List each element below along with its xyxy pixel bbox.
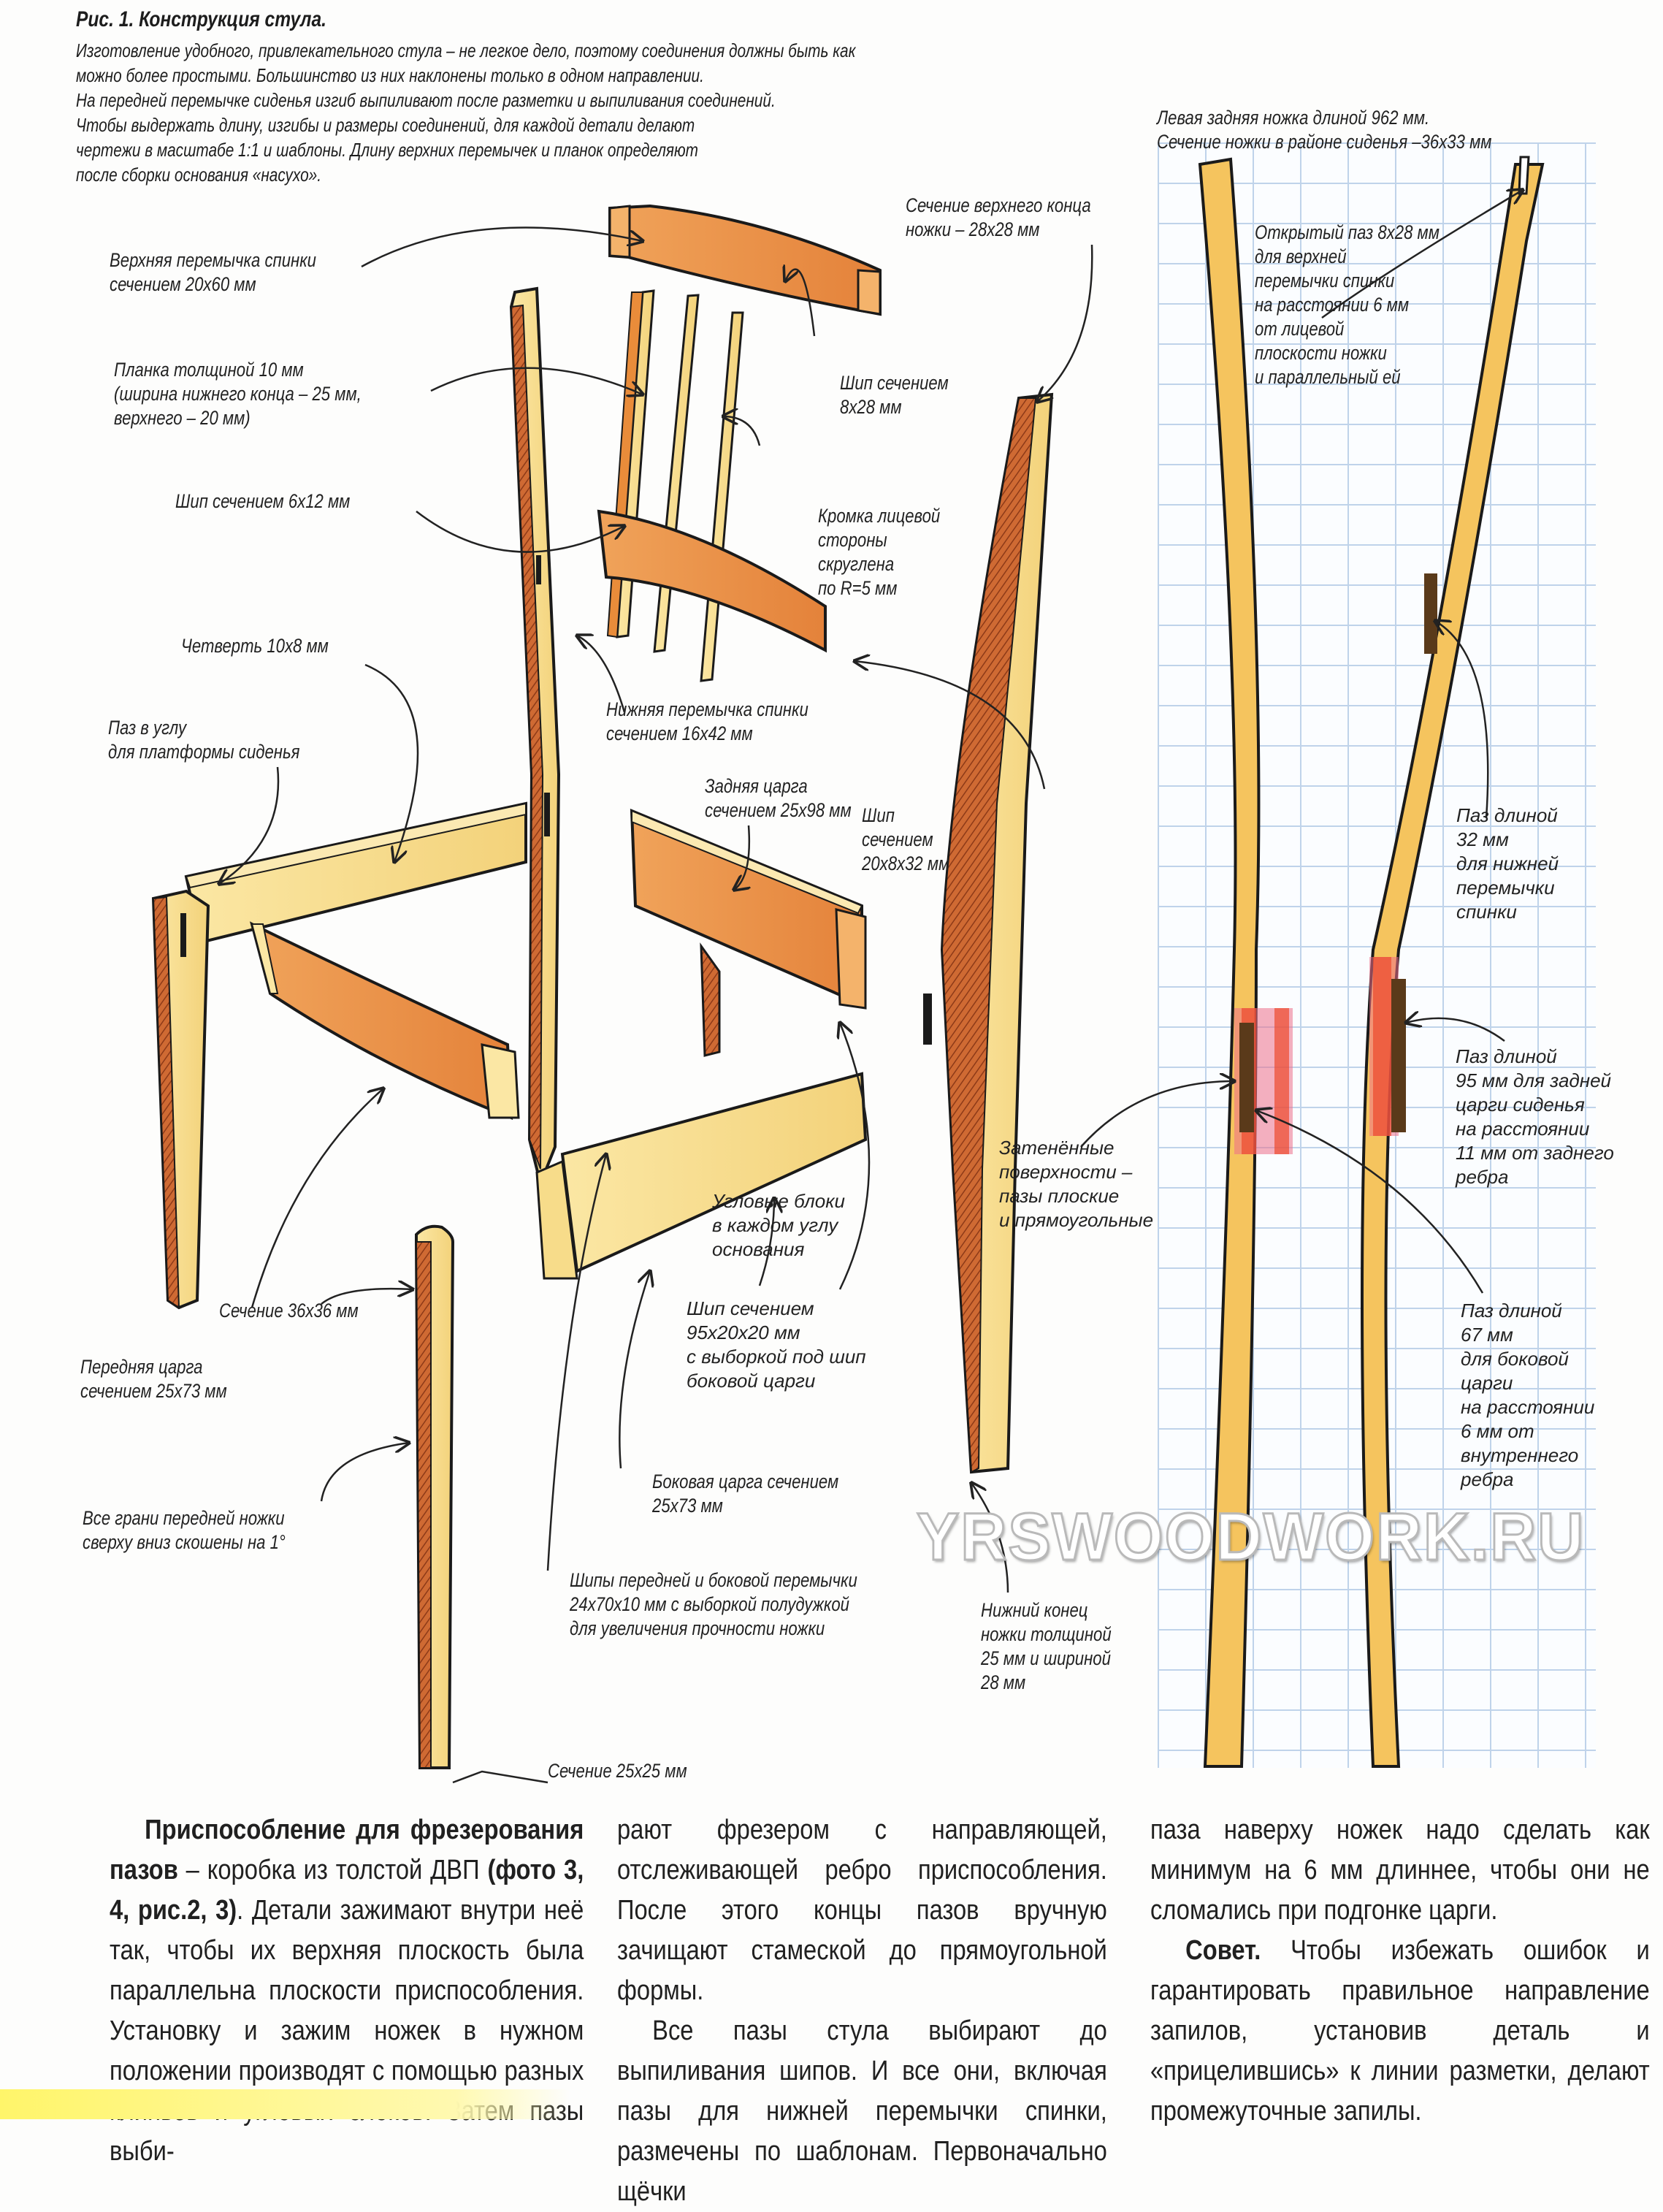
lower-back-rail — [597, 509, 827, 653]
leader-rabbet — [364, 663, 419, 862]
leader-open-mortise — [1321, 190, 1523, 319]
front-leg-left — [151, 889, 210, 1310]
page-footer-band — [0, 2089, 570, 2119]
article-column-3: паза наверху ножек надо сделать как мини… — [1150, 1815, 1650, 2127]
leader-mortise-95 — [1406, 1018, 1505, 1042]
leader-tenon-20x8x32 — [855, 661, 1046, 790]
label-left-back-leg: Левая задняя ножка длиной 962 мм.Сечение… — [1157, 107, 1492, 153]
figure-caption-line: после сборки основания «насухо». — [76, 164, 321, 186]
label-section-25: Сечение 25х25 мм — [548, 1760, 687, 1782]
template-back-leg-side-view — [1361, 156, 1545, 1768]
label-slat: Планка толщиной 10 мм(ширина нижнего кон… — [114, 359, 362, 429]
leader-lines — [219, 190, 1523, 1784]
label-section-36: Сечение 36х36 мм — [219, 1300, 359, 1322]
leader-mortise-32 — [1435, 621, 1489, 819]
leader-tenon-6x12 — [416, 511, 624, 553]
leader-back-apron — [734, 825, 749, 890]
figure-reference: (фото 3, 4, рис.2, 3) — [110, 1855, 584, 1926]
leader-slat — [430, 367, 643, 394]
leader-tenon-95 — [840, 1023, 871, 1290]
corner-block — [700, 942, 721, 1057]
chair-exploded-drawing — [151, 156, 1545, 1784]
leader-leg-bottom — [971, 1483, 1009, 1593]
leader-section-25 — [452, 1770, 548, 1784]
leader-front-apron — [251, 1088, 383, 1308]
leader-top-rail — [361, 226, 643, 268]
leader-corner-groove — [219, 766, 280, 884]
front-apron — [249, 921, 520, 1120]
label-rabbet: Четверть 10х8 мм — [181, 635, 329, 657]
figure-caption-line: можно более простыми. Большинство из них… — [76, 64, 704, 86]
leader-section-36 — [321, 1289, 413, 1305]
top-back-rail — [608, 204, 882, 316]
side-apron — [535, 1072, 868, 1280]
leader-shaded — [1080, 1081, 1234, 1148]
label-tenon-6x12: Шип сечением 6х12 мм — [175, 490, 351, 512]
leader-front-side-tenons — [546, 1154, 606, 1571]
leader-leg-top — [1037, 244, 1093, 402]
figure-caption-line: чертежи в масштабе 1:1 и шаблоны. Длину … — [76, 139, 699, 161]
leader-tenon-8x28 — [785, 270, 816, 337]
watermark: YRSWOODWORK.RU — [916, 1499, 1586, 1576]
leader-side-apron — [619, 1271, 650, 1469]
back-slats — [606, 289, 744, 682]
leader-corner-blocks — [758, 1198, 774, 1286]
figure-caption-line: На передней перемычке сиденья изгиб выпи… — [76, 89, 776, 111]
side-rail-top — [184, 801, 527, 945]
figure-caption-line: Изготовление удобного, привлекательного … — [76, 39, 856, 61]
leader-front-leg-taper — [320, 1443, 409, 1502]
leader-mortise-67 — [1256, 1110, 1484, 1294]
front-leg-center — [415, 1224, 455, 1769]
back-apron — [630, 808, 867, 1010]
back-leg-left-view — [509, 286, 561, 1189]
tip-label: Совет. — [1185, 1935, 1261, 1966]
section-heading: Приспособление для фрезерования пазов — [110, 1815, 584, 1885]
figure-title: Рис. 1. Конструкция стула. — [76, 7, 326, 31]
leader-bottom-rail — [577, 636, 626, 713]
leader-slat-edge — [723, 416, 761, 446]
article-column-2: рают фрезером с направляющей, отслеживаю… — [617, 1815, 1107, 2207]
figure-caption-line: Чтобы выдержать длину, изгибы и размеры … — [76, 114, 695, 136]
back-leg-right-view — [923, 392, 1054, 1474]
